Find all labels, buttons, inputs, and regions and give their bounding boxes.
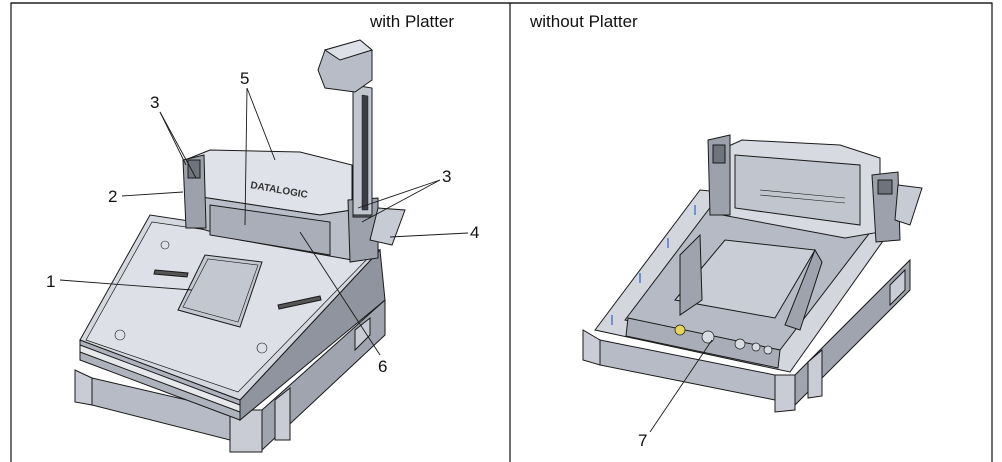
right-panel-title: without Platter (530, 12, 638, 31)
callout-2: 2 (108, 187, 117, 206)
callout-4: 4 (470, 223, 479, 242)
tower-left-led (187, 159, 201, 179)
head-top (323, 39, 374, 61)
callout-7: 7 (638, 431, 647, 450)
platter-slot-left (153, 269, 189, 278)
horizontal-scan-window (177, 254, 263, 328)
pole-slot (361, 94, 369, 211)
scanner-with-platter: DATALOGIC (74, 39, 406, 453)
base-side-skirt (261, 298, 386, 452)
callout-6: 6 (378, 357, 387, 376)
platter-slot-right (277, 295, 322, 310)
callout-3-left: 3 (150, 93, 159, 112)
callout-1: 1 (46, 272, 55, 291)
left-panel-title: with Platter (370, 12, 455, 31)
base-leg-left (74, 369, 93, 406)
platter-front-rail (79, 344, 241, 413)
bare-side-skirt (794, 258, 911, 407)
interface-panel (625, 317, 781, 369)
left-leader-lines (59, 87, 469, 356)
leader-7 (649, 339, 713, 433)
callout-3-right: 3 (442, 167, 451, 186)
vertical-scan-window (209, 204, 331, 256)
callout-5: 5 (240, 69, 249, 88)
scanner-without-platter (582, 134, 923, 413)
right-mount-bracket (369, 207, 406, 246)
